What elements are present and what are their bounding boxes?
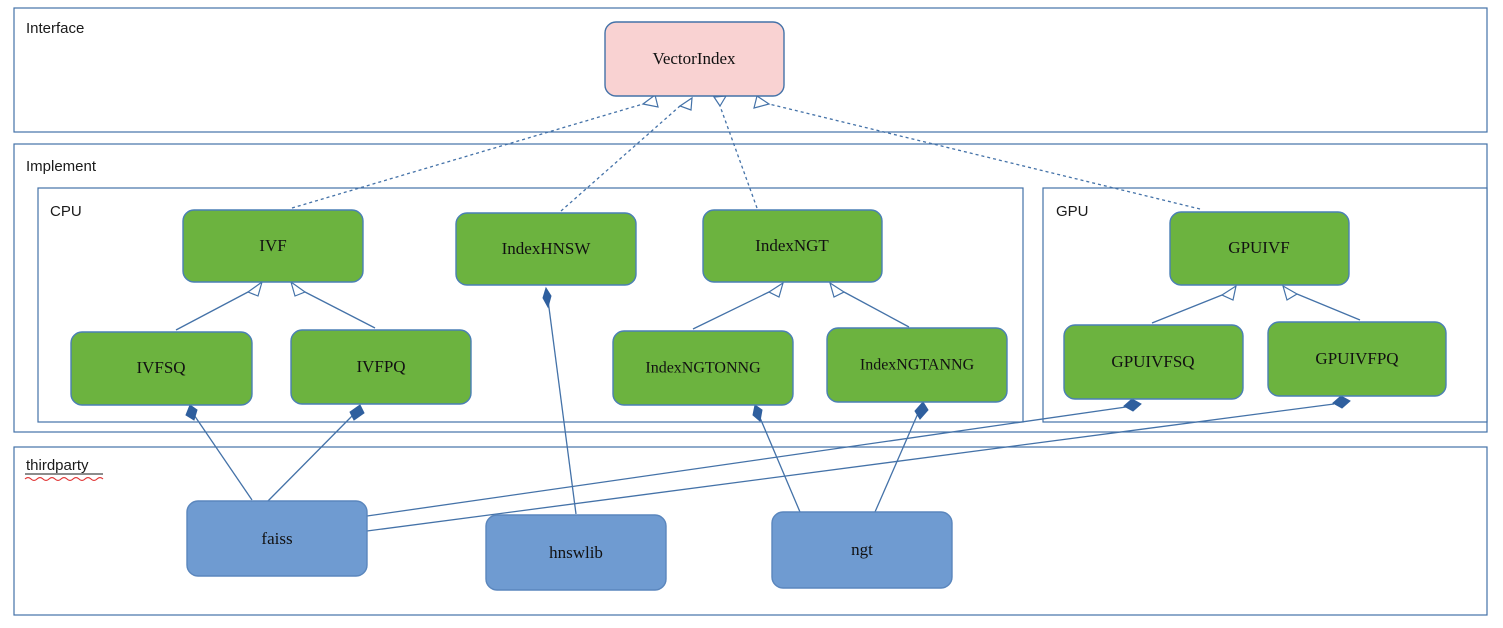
edge-ivfsq-to-ivf: [175, 280, 264, 331]
spellcheck-squiggle-icon: [24, 476, 104, 482]
node-indexngt-box[interactable]: [702, 209, 883, 283]
node-ivfsq-box[interactable]: [70, 331, 253, 406]
node-ivfsq-label: IVFSQ: [136, 358, 185, 377]
node-ivf-box[interactable]: [182, 209, 364, 283]
node-gpuivf-label: GPUIVF: [1228, 238, 1289, 257]
group-implement-label: Implement: [26, 158, 97, 175]
node-indexngtonng[interactable]: IndexNGTONNG: [612, 330, 794, 406]
node-hnswlib-label: hnswlib: [549, 543, 603, 562]
node-ivfpq-label: IVFPQ: [356, 357, 405, 376]
node-gpuivf-box[interactable]: [1169, 211, 1350, 286]
node-indexngt-label: IndexNGT: [755, 236, 829, 255]
node-gpuivfsq[interactable]: GPUIVFSQ: [1063, 324, 1244, 400]
edge-ivf-to-vectorindex: [291, 93, 659, 209]
group-cpu-label: CPU: [50, 203, 82, 220]
edge-indexngtanng-to-indexngt: [828, 281, 910, 328]
edge-ngt-to-indexngtonng: [752, 404, 801, 513]
group-interface-label: Interface: [26, 20, 84, 37]
edge-ivfpq-to-ivf: [289, 280, 376, 329]
node-indexhnsw-label: IndexHNSW: [502, 239, 592, 258]
node-indexngtonng-box[interactable]: [612, 330, 794, 406]
node-indexhnsw-box[interactable]: [455, 212, 637, 286]
edge-hnswlib-to-indexhnsw: [542, 286, 577, 515]
node-gpuivfsq-label: GPUIVFSQ: [1111, 352, 1194, 371]
node-faiss[interactable]: faiss: [186, 500, 368, 577]
node-hnswlib[interactable]: hnswlib: [485, 514, 667, 591]
edge-indexhnsw-to-vectorindex: [560, 96, 693, 212]
node-ngt-box[interactable]: [771, 511, 953, 589]
node-vectorindex-label: VectorIndex: [652, 49, 736, 68]
node-ivfsq[interactable]: IVFSQ: [70, 331, 253, 406]
node-gpuivfsq-box[interactable]: [1063, 324, 1244, 400]
node-gpuivfpq-label: GPUIVFPQ: [1315, 349, 1398, 368]
node-hnswlib-box[interactable]: [485, 514, 667, 591]
node-vectorindex[interactable]: VectorIndex: [604, 21, 785, 97]
node-ivf[interactable]: IVF: [182, 209, 364, 283]
node-ivf-label: IVF: [259, 236, 286, 255]
edge-gpuivfsq-to-gpuivf: [1151, 284, 1237, 324]
node-indexngtanng[interactable]: IndexNGTANNG: [826, 327, 1008, 403]
edge-gpuivf-to-vectorindex: [753, 95, 1201, 210]
edge-faiss-to-gpuivfsq: [366, 398, 1142, 517]
node-indexngtanng-label: IndexNGTANNG: [860, 357, 975, 374]
edge-faiss-to-ivfpq: [264, 404, 365, 505]
node-gpuivfpq-box[interactable]: [1267, 321, 1447, 397]
node-ivfpq[interactable]: IVFPQ: [290, 329, 472, 405]
node-gpuivf[interactable]: GPUIVF: [1169, 211, 1350, 286]
node-gpuivfpq[interactable]: GPUIVFPQ: [1267, 321, 1447, 397]
node-indexngt[interactable]: IndexNGT: [702, 209, 883, 283]
group-gpu-label: GPU: [1056, 203, 1089, 220]
node-faiss-box[interactable]: [186, 500, 368, 577]
edge-faiss-to-ivfsq: [185, 404, 253, 501]
group-thirdparty-label: thirdparty: [26, 457, 89, 474]
node-ngt[interactable]: ngt: [771, 511, 953, 589]
edge-ngt-to-indexngtanng: [874, 401, 929, 513]
node-vectorindex-box[interactable]: [604, 21, 785, 97]
edge-gpuivfpq-to-gpuivf: [1282, 284, 1361, 321]
edge-faiss-to-gpuivfpq: [366, 395, 1351, 532]
node-faiss-label: faiss: [261, 529, 292, 548]
node-ivfpq-box[interactable]: [290, 329, 472, 405]
node-indexngtanng-box[interactable]: [826, 327, 1008, 403]
edge-indexngtonng-to-indexngt: [692, 281, 785, 330]
node-indexngtonng-label: IndexNGTONNG: [645, 360, 761, 377]
node-indexhnsw[interactable]: IndexHNSW: [455, 212, 637, 286]
node-ngt-label: ngt: [851, 540, 873, 559]
